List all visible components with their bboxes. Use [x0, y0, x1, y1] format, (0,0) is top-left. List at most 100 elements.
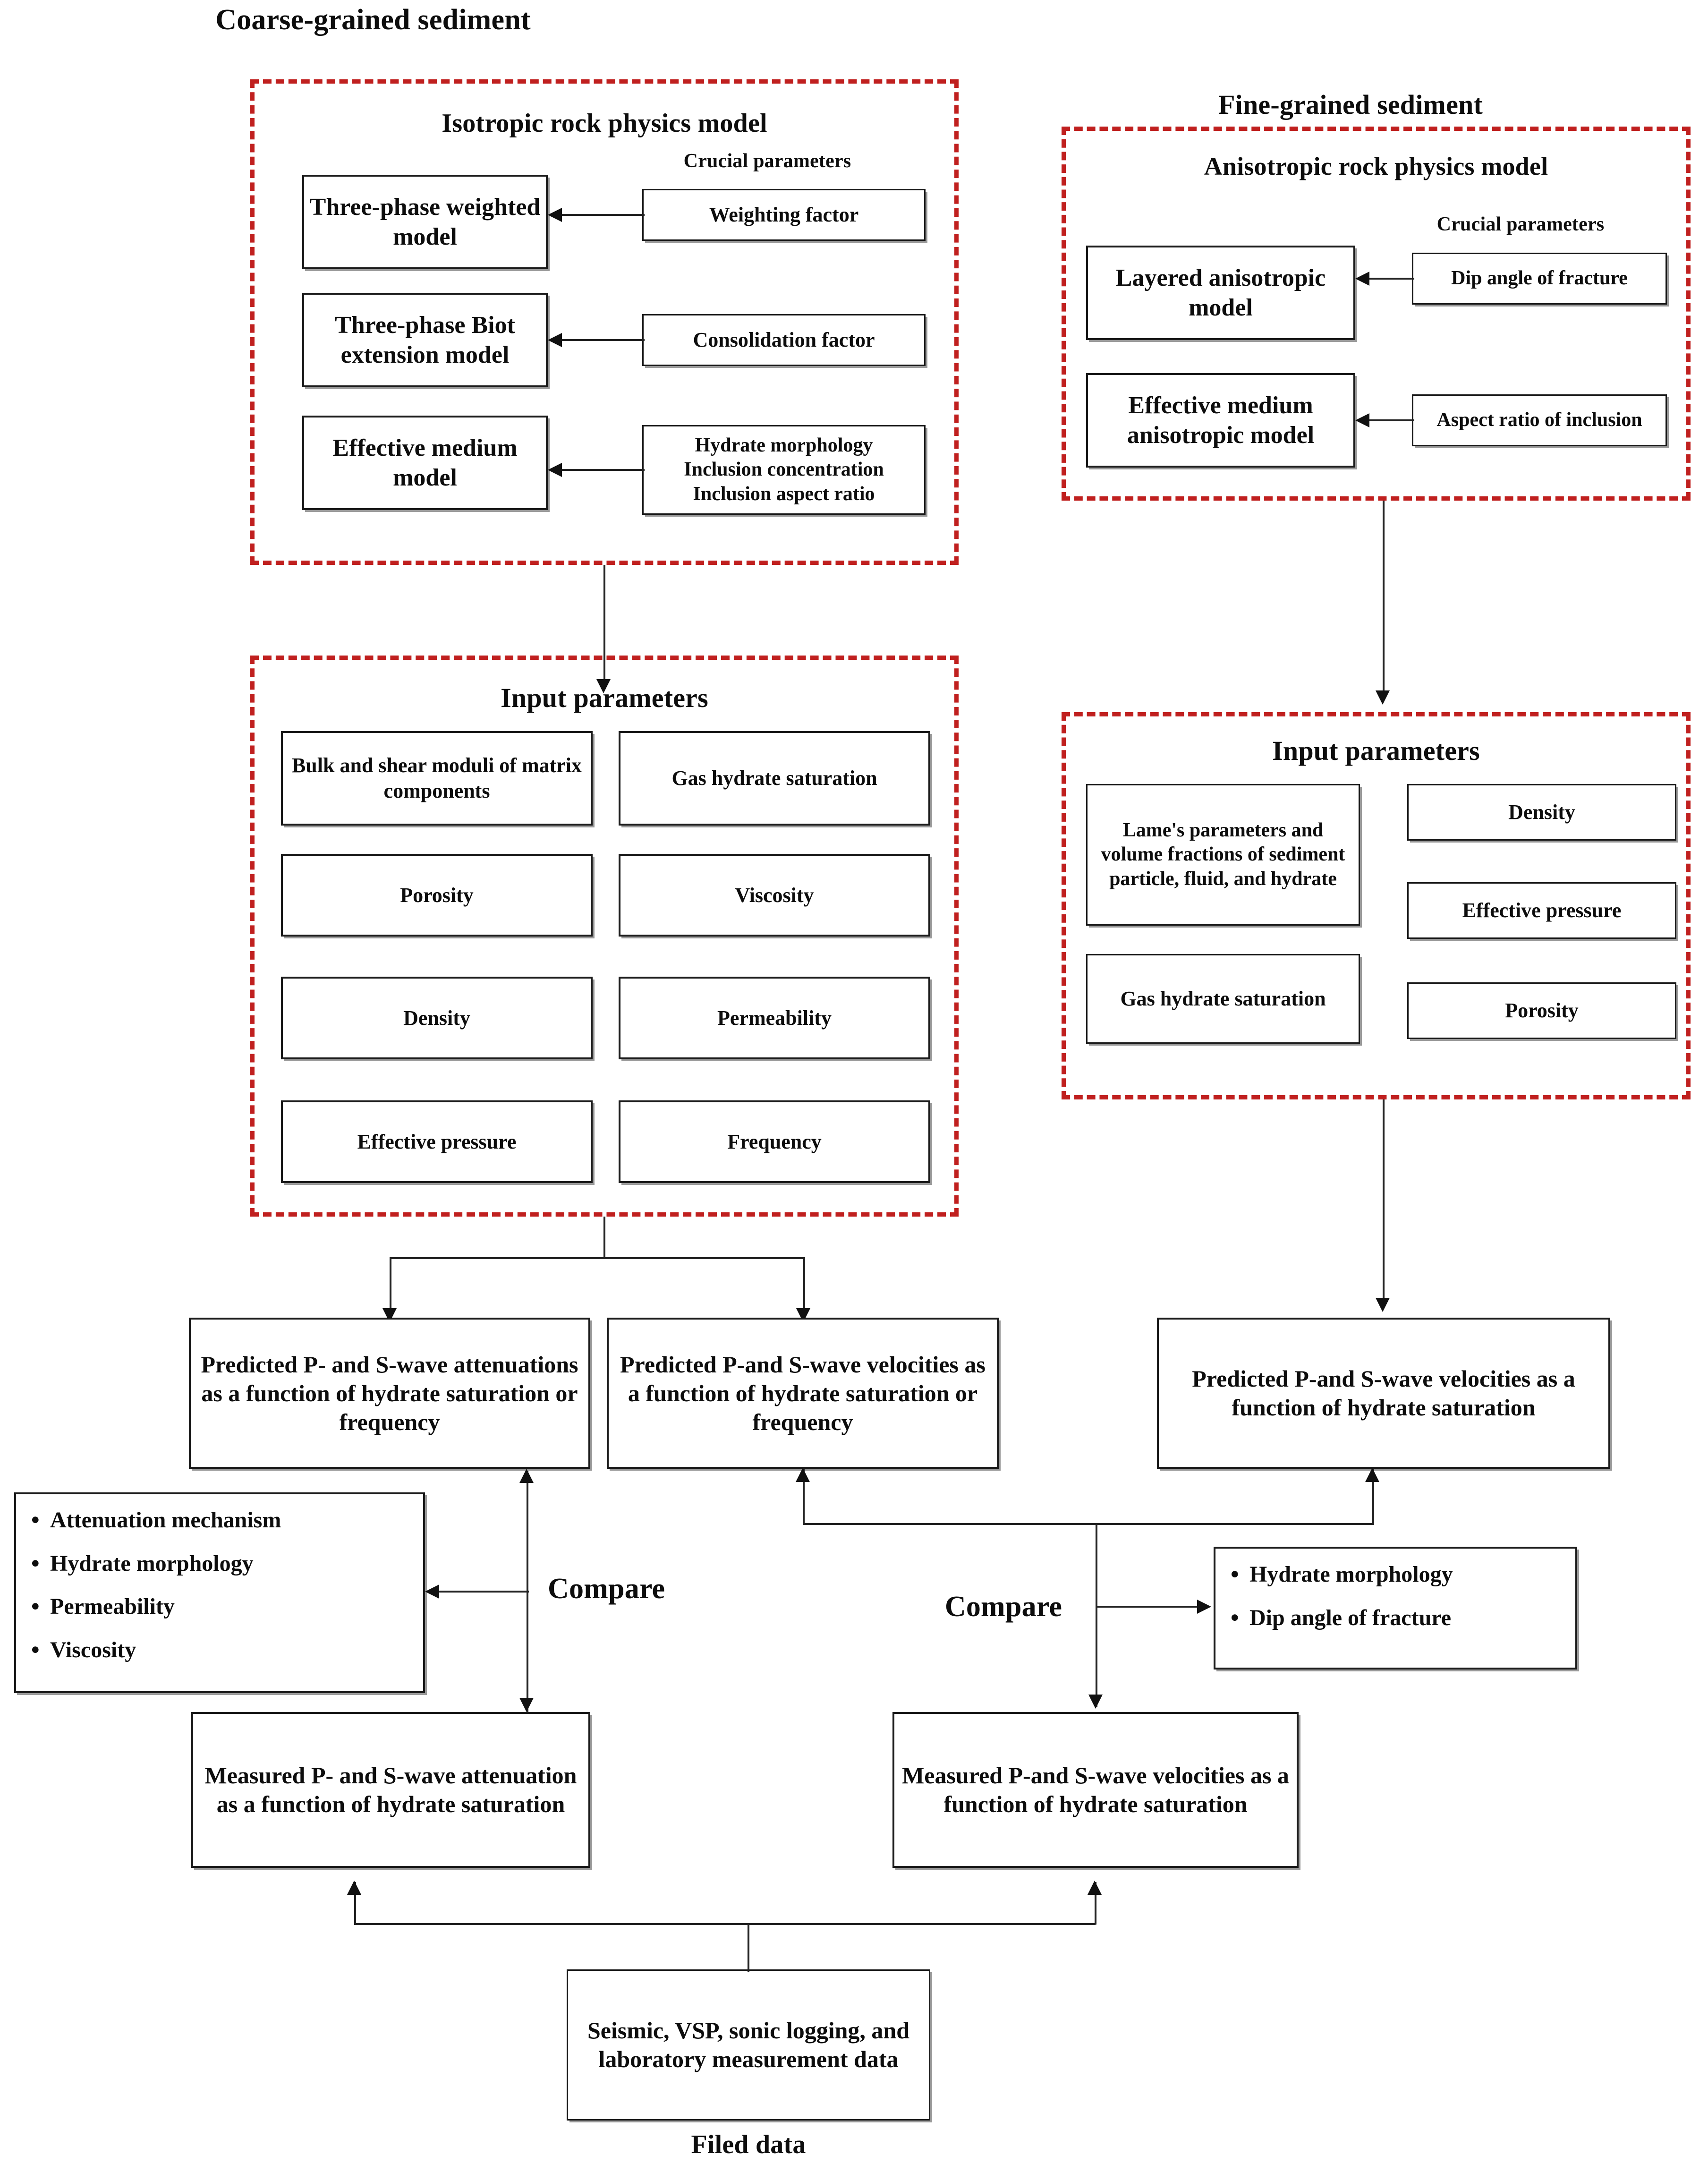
arrowhead-up — [796, 1468, 810, 1482]
model-label: Three-phase weighted model — [309, 193, 541, 250]
model-box-layered-anisotropic[interactable]: Layered anisotropic model — [1086, 246, 1355, 340]
param-label: Aspect ratio of inclusion — [1436, 409, 1642, 431]
connector-fielddata-to-measured-attenuation — [354, 1882, 356, 1925]
predicted-box-attenuations[interactable]: Predicted P- and S-wave attenuations as … — [189, 1318, 590, 1469]
param-label-line-2: Inclusion concentration — [684, 459, 884, 481]
input-box-lame-parameters[interactable]: Lame's parameters and volume fractions o… — [1086, 784, 1360, 926]
model-box-three-phase-biot-extension[interactable]: Three-phase Biot extension model — [302, 293, 548, 387]
arrowhead-left — [1355, 272, 1369, 286]
input-label: Frequency — [727, 1130, 822, 1153]
input-box-porosity[interactable]: Porosity — [281, 854, 593, 937]
connector-input-right-to-predicted — [1383, 1099, 1385, 1307]
input-box-porosity-right[interactable]: Porosity — [1407, 982, 1676, 1039]
input-label: Density — [403, 1006, 470, 1030]
input-box-effective-pressure-right[interactable]: Effective pressure — [1407, 882, 1676, 939]
connector-input-left-bus — [390, 1257, 805, 1259]
measured-box-velocities[interactable]: Measured P-and S-wave velocities as a fu… — [892, 1712, 1299, 1868]
input-label: Lame's parameters and volume fractions o… — [1101, 819, 1345, 890]
fine-grained-sediment-title: Fine-grained sediment — [1218, 89, 1483, 120]
arrowhead-up — [519, 1469, 534, 1483]
param-label-line-1: Hydrate morphology — [695, 434, 873, 457]
list-item: Hydrate morphology — [1231, 1560, 1563, 1588]
input-parameters-group-right — [1062, 712, 1691, 1099]
input-box-bulk-shear-moduli[interactable]: Bulk and shear moduli of matrix componen… — [281, 731, 593, 826]
connector-fielddata-stem — [748, 1925, 749, 1972]
arrowhead-left — [425, 1584, 439, 1599]
predicted-box-velocities-fine[interactable]: Predicted P-and S-wave velocities as a f… — [1157, 1318, 1610, 1469]
param-label: Dip angle of fracture — [1451, 267, 1628, 290]
input-box-permeability[interactable]: Permeability — [619, 977, 930, 1059]
connector-weighting-to-model — [562, 214, 645, 216]
measured-label: Measured P- and S-wave attenuation as a … — [204, 1762, 577, 1817]
input-box-density-right[interactable]: Density — [1407, 784, 1676, 841]
param-box-consolidation-factor[interactable]: Consolidation factor — [642, 314, 926, 366]
measured-label: Measured P-and S-wave velocities as a fu… — [902, 1762, 1289, 1817]
findings-box-left[interactable]: Attenuation mechanism Hydrate morphology… — [14, 1492, 425, 1693]
param-box-aspect-ratio-of-inclusion[interactable]: Aspect ratio of inclusion — [1412, 394, 1667, 446]
arrowhead-down — [1376, 690, 1390, 705]
input-parameters-title-left: Input parameters — [501, 682, 708, 713]
coarse-grained-sediment-title: Coarse-grained sediment — [215, 4, 531, 36]
input-label: Gas hydrate saturation — [671, 767, 877, 790]
predicted-label: Predicted P- and S-wave attenuations as … — [201, 1351, 578, 1435]
connector-compare-right-vertical — [1096, 1523, 1097, 1707]
list-item: Viscosity — [31, 1635, 411, 1664]
arrowhead-left — [548, 333, 562, 347]
model-label: Layered anisotropic model — [1115, 264, 1326, 321]
input-box-frequency[interactable]: Frequency — [619, 1100, 930, 1183]
param-label: Weighting factor — [709, 203, 859, 227]
anisotropic-model-title: Anisotropic rock physics model — [1204, 152, 1548, 180]
list-item: Permeability — [31, 1592, 411, 1620]
arrowhead-left — [548, 208, 562, 222]
connector-consolidation-to-model — [562, 339, 645, 341]
input-box-effective-pressure[interactable]: Effective pressure — [281, 1100, 593, 1183]
field-data-title: Filed data — [691, 2130, 806, 2159]
input-label: Permeability — [717, 1006, 832, 1030]
input-box-gas-hydrate-saturation[interactable]: Gas hydrate saturation — [619, 731, 930, 826]
param-box-dip-angle-of-fracture[interactable]: Dip angle of fracture — [1412, 253, 1667, 305]
isotropic-model-title: Isotropic rock physics model — [442, 109, 767, 138]
input-label: Density — [1508, 801, 1575, 824]
arrowhead-right — [1197, 1600, 1211, 1614]
connector-compare-right-horizontal — [1097, 1606, 1199, 1608]
findings-box-right[interactable]: Hydrate morphology Dip angle of fracture — [1214, 1547, 1577, 1669]
arrowhead-down — [519, 1698, 534, 1712]
connector-anisotropic-to-input — [1383, 501, 1385, 701]
model-box-effective-medium-anisotropic[interactable]: Effective medium anisotropic model — [1086, 373, 1355, 468]
list-item: Attenuation mechanism — [31, 1506, 411, 1534]
input-label: Porosity — [1505, 999, 1579, 1022]
model-label: Effective medium anisotropic model — [1127, 392, 1315, 449]
connector-dipangle-to-model — [1369, 278, 1414, 280]
isotropic-model-group — [250, 79, 959, 565]
input-box-viscosity[interactable]: Viscosity — [619, 854, 930, 937]
list-item: Dip angle of fracture — [1231, 1603, 1563, 1632]
measured-box-attenuation[interactable]: Measured P- and S-wave attenuation as a … — [191, 1712, 590, 1868]
crucial-parameters-label-left: Crucial parameters — [683, 150, 851, 172]
predicted-box-velocities-coarse[interactable]: Predicted P-and S-wave velocities as a f… — [607, 1318, 999, 1469]
param-box-weighting-factor[interactable]: Weighting factor — [642, 189, 926, 241]
arrowhead-left — [1355, 413, 1369, 427]
list-item: Hydrate morphology — [31, 1549, 411, 1577]
input-label: Gas hydrate saturation — [1120, 987, 1326, 1011]
connector-predicted-right-bus — [803, 1523, 1374, 1525]
input-box-density[interactable]: Density — [281, 977, 593, 1059]
arrowhead-down — [1376, 1298, 1390, 1312]
connector-fielddata-bus — [354, 1923, 1096, 1925]
arrowhead-down — [596, 679, 611, 693]
input-label: Viscosity — [735, 883, 814, 907]
param-box-effective-medium-params[interactable]: Hydrate morphology Inclusion concentrati… — [642, 425, 926, 515]
compare-label-right: Compare — [944, 1591, 1062, 1623]
model-label: Three-phase Biot extension model — [335, 311, 515, 368]
field-data-box[interactable]: Seismic, VSP, sonic logging, and laborat… — [567, 1969, 930, 2121]
connector-input-left-stem — [603, 1217, 605, 1259]
model-box-three-phase-weighted[interactable]: Three-phase weighted model — [302, 175, 548, 269]
connector-isotropic-to-input — [603, 565, 605, 690]
connector-predicted-velocities-up — [803, 1469, 805, 1525]
input-box-gas-hydrate-saturation-right[interactable]: Gas hydrate saturation — [1086, 954, 1360, 1044]
model-box-effective-medium[interactable]: Effective medium model — [302, 416, 548, 510]
input-label: Effective pressure — [1462, 899, 1622, 922]
input-parameters-title-right: Input parameters — [1272, 735, 1480, 766]
arrowhead-up — [347, 1881, 361, 1895]
connector-predicted-fine-up — [1372, 1469, 1374, 1525]
input-label: Porosity — [400, 883, 474, 907]
